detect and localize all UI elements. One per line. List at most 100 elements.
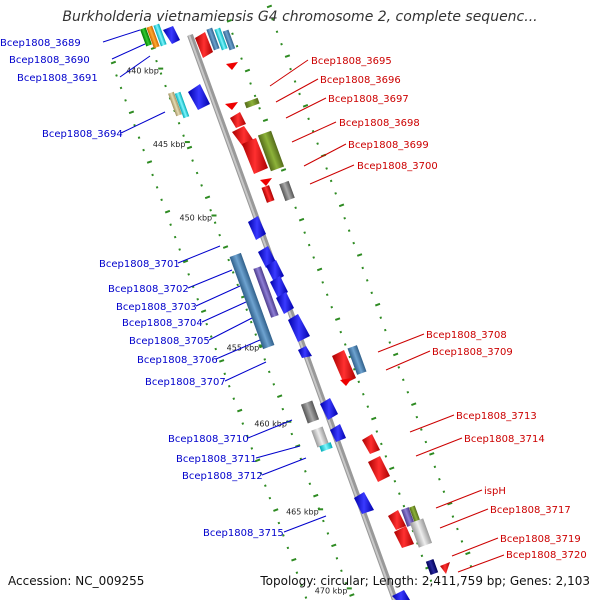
gene-label[interactable]: Bcep1808_3709 [432,347,513,358]
gene-glyph[interactable] [244,97,260,109]
gene-glyph[interactable] [330,424,346,442]
gene-label[interactable]: Bcep1808_3704 [122,318,203,329]
track-tick [246,434,249,438]
gene-label[interactable]: Bcep1808_3719 [500,534,581,545]
gene-label[interactable]: Bcep1808_3705 [129,336,210,347]
gene-glyph[interactable] [401,507,415,527]
gene-glyph[interactable] [388,510,406,530]
gene-label[interactable]: Bcep1808_3699 [348,140,429,151]
gene-glyph[interactable] [188,84,210,110]
track-tick [250,447,254,450]
gene-glyph[interactable] [230,112,246,128]
gene-glyph[interactable] [242,138,268,174]
gene-glyph[interactable] [153,23,167,47]
gene-label[interactable]: Bcep1808_3694 [42,129,123,140]
track-tick [307,117,310,121]
track-tick [438,477,441,481]
gene-label[interactable]: Bcep1808_3710 [168,434,249,445]
gene-label[interactable]: Bcep1808_3717 [490,505,571,516]
gene-glyph[interactable] [319,442,333,452]
track-tick [182,259,189,264]
track-tick [155,59,158,63]
gene-glyph[interactable] [260,178,272,186]
track-tick [272,383,276,386]
gene-glyph[interactable] [276,292,294,314]
gene-glyph[interactable] [270,276,288,298]
gene-glyphs [140,23,450,600]
gene-label[interactable]: Bcep1808_3695 [311,56,392,67]
gene-label[interactable]: Bcep1808_3689 [0,38,81,49]
gene-glyph[interactable] [222,29,236,51]
gene-label[interactable]: ispH [484,486,506,497]
track-tick [415,415,419,419]
gene-glyph[interactable] [300,400,320,424]
gene-label[interactable]: Bcep1808_3712 [182,471,263,482]
track-tick [155,186,159,189]
gene-glyph[interactable] [214,27,228,51]
gene-label[interactable]: Bcep1808_3698 [339,118,420,129]
gene-glyph[interactable] [409,518,433,548]
gene-label[interactable]: Bcep1808_3696 [320,75,401,86]
gene-label[interactable]: Bcep1808_3707 [145,377,226,388]
gene-glyph[interactable] [311,426,329,448]
gene-label[interactable]: Bcep1808_3706 [137,355,218,366]
gene-glyph[interactable] [298,346,312,358]
gene-glyph[interactable] [440,562,450,574]
gene-label[interactable]: Bcep1808_3713 [456,411,537,422]
track-tick [298,217,305,222]
gene-label[interactable]: Bcep1808_3714 [464,434,545,445]
track-tick [442,490,446,493]
track-tick [280,168,287,172]
gene-label[interactable]: Bcep1808_3697 [328,94,409,105]
track-tick [209,335,213,338]
gene-glyph[interactable] [261,185,275,203]
track-tick [308,482,312,486]
gene-glyph[interactable] [288,314,310,342]
track-tick [322,519,325,523]
track-tick [312,256,315,259]
track-tick [280,42,283,46]
gene-glyph[interactable] [362,434,380,454]
gene-label[interactable]: Bcep1808_3715 [203,528,284,539]
gene-label[interactable]: Bcep1808_3711 [176,454,257,465]
gene-label[interactable]: Bcep1808_3690 [9,55,90,66]
gene-label[interactable]: Bcep1808_3708 [426,330,507,341]
gene-label[interactable]: Bcep1808_3720 [506,550,587,561]
gene-glyph[interactable] [392,590,410,600]
gene-glyph[interactable] [253,266,279,318]
gene-glyph[interactable] [146,25,160,49]
track-tick [223,372,227,376]
gene-glyph[interactable] [174,91,190,119]
gene-glyph[interactable] [340,378,352,386]
gene-glyph[interactable] [140,27,152,47]
gene-glyph[interactable] [347,345,367,375]
track-tick [235,44,239,48]
track-tick [262,118,269,123]
gene-glyph[interactable] [320,398,338,420]
gene-glyph[interactable] [258,246,276,268]
gene-glyph[interactable] [409,505,421,525]
gene-glyph[interactable] [394,526,414,548]
gene-glyph[interactable] [248,216,266,240]
gene-label[interactable]: Bcep1808_3702 [108,284,189,295]
gene-label[interactable]: Bcep1808_3703 [116,302,197,313]
gene-glyph[interactable] [354,492,374,514]
gene-glyph[interactable] [332,350,356,384]
gene-label[interactable]: Bcep1808_3700 [357,161,438,172]
gene-glyph[interactable] [163,26,180,44]
gene-glyph[interactable] [225,102,238,110]
gene-glyph[interactable] [425,559,439,575]
gene-label[interactable]: Bcep1808_3691 [17,73,98,84]
track-tick [384,455,388,458]
gene-glyph[interactable] [229,252,275,350]
kbp-tick-mark [158,67,164,70]
gene-glyph[interactable] [226,62,238,70]
gene-glyph[interactable] [168,91,182,117]
gene-glyph[interactable] [195,32,213,58]
track-tick [302,104,309,108]
gene-glyph[interactable] [368,456,390,482]
gene-label[interactable]: Bcep1808_3701 [99,259,180,270]
gene-glyph[interactable] [206,27,220,51]
gene-glyph[interactable] [257,130,285,172]
gene-glyph[interactable] [279,180,295,202]
